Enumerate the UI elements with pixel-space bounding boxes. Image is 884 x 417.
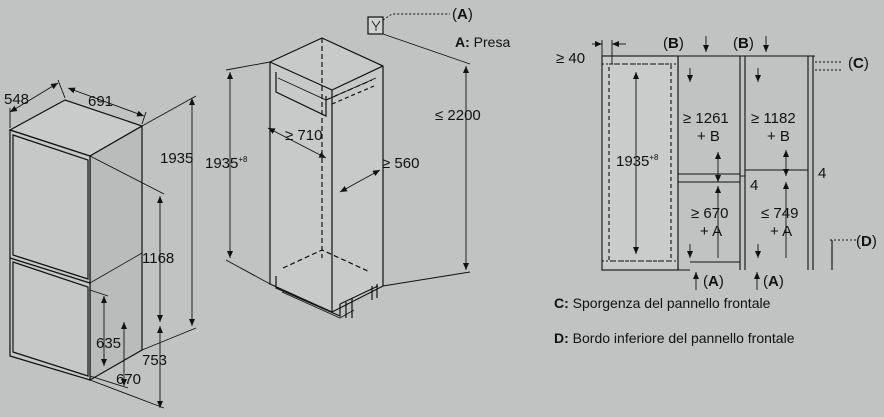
fridge-height-label: 1935 — [160, 150, 193, 167]
vent-gap-4-right: 4 — [818, 165, 826, 182]
vent-height-label: 1935+8 — [616, 153, 659, 170]
vent-b-callout-left: (B) — [663, 35, 684, 52]
fridge-width-label: 691 — [88, 93, 113, 110]
vent-a-callout-right: (A) — [763, 273, 784, 290]
niche-depth-label: ≥ 560 — [382, 155, 419, 172]
vent-upper-right-1: ≥ 1182 — [751, 110, 796, 127]
vent-upper-right-2: + B — [767, 128, 790, 145]
fridge-635-label: 635 — [96, 335, 121, 352]
vent-d-callout: (D) — [856, 233, 877, 250]
niche-height-label: 1935+8 — [205, 155, 248, 172]
fridge-dimensions — [9, 79, 197, 409]
niche-drawing — [269, 16, 384, 319]
vent-b-callout-right: (B) — [733, 35, 754, 52]
vent-upper-left-1: ≥ 1261 — [683, 110, 729, 127]
niche-width-label: ≥ 710 — [285, 127, 322, 144]
fridge-depth-label: 548 — [4, 91, 29, 108]
socket-legend: A: Presa — [455, 34, 510, 50]
niche-dimensions — [225, 13, 471, 287]
vent-section-dimensions — [592, 36, 789, 290]
vent-upper-left-2: + B — [697, 128, 720, 145]
vent-lower-right-1: ≤ 749 — [761, 205, 798, 222]
vent-gap-40-label: ≥ 40 — [556, 50, 585, 67]
niche-max-height-label: ≤ 2200 — [435, 107, 481, 124]
socket-callout: (A) — [452, 6, 473, 23]
fridge-753-label: 753 — [142, 352, 167, 369]
fridge-upper-label: 1168 — [142, 250, 174, 267]
vent-c-callout: (C) — [848, 55, 869, 72]
vent-a-callout-left: (A) — [703, 273, 724, 290]
vent-lower-left-1: ≥ 670 — [691, 205, 728, 222]
fridge-drawing — [8, 99, 144, 382]
vent-lower-left-2: + A — [700, 223, 722, 240]
fridge-670-label: 670 — [116, 371, 141, 388]
vent-section-drawing — [601, 55, 856, 271]
vent-lower-right-2: + A — [770, 223, 792, 240]
legend-c: C: Sporgenza del pannello frontale — [554, 295, 771, 311]
vent-gap-4-left: 4 — [750, 177, 758, 194]
legend-d: D: Bordo inferiore del pannello frontale — [554, 330, 795, 346]
